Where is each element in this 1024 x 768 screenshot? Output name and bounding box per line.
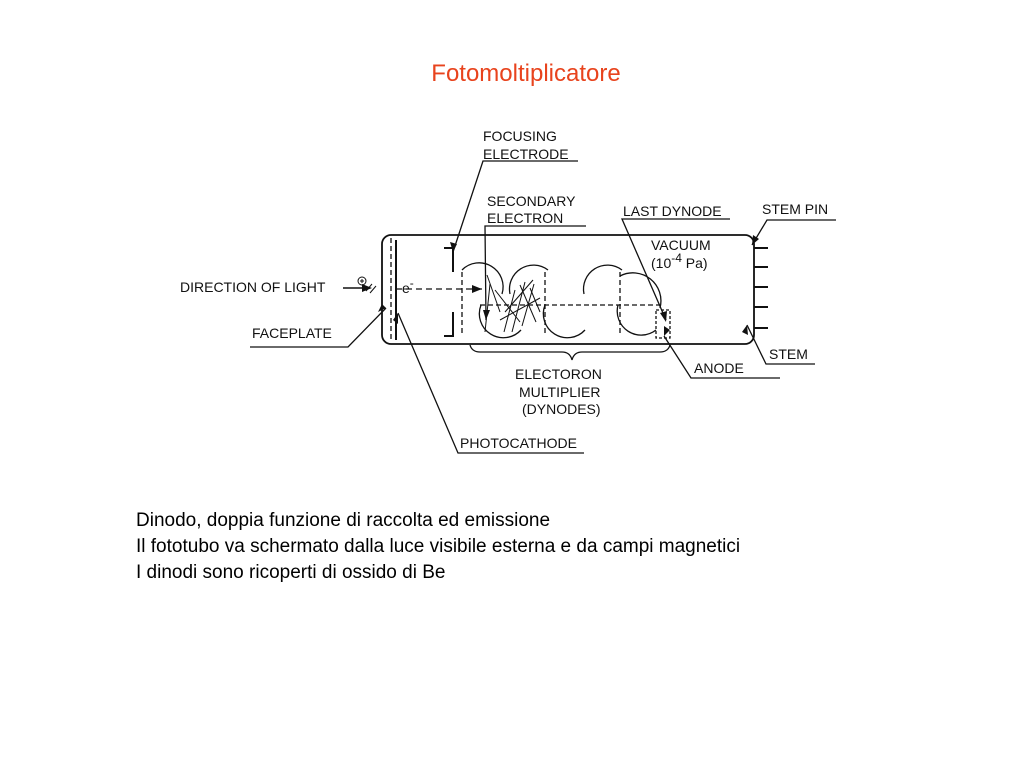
dynode-1	[461, 262, 504, 295]
dynode-4	[542, 304, 586, 339]
label-electron: e-	[402, 276, 414, 296]
dynode-6	[616, 304, 657, 336]
label-multiplier-2: MULTIPLIER	[519, 384, 600, 400]
tube-envelope	[381, 234, 755, 345]
label-anode: ANODE	[694, 360, 744, 376]
slide-title: Fotomoltiplicatore	[431, 60, 621, 87]
focusing-electrode	[444, 247, 454, 337]
label-vacuum-2: (10-4 Pa)	[651, 251, 708, 271]
dynode-2	[478, 304, 522, 339]
bullet-line: Il fototubo va schermato dalla luce visi…	[136, 536, 741, 557]
label-focusing-1: FOCUSING	[483, 128, 557, 144]
dynode-3	[508, 264, 549, 295]
bullet-line: Dinodo, doppia funzione di raccolta ed e…	[136, 510, 551, 531]
multiplier-brace	[469, 344, 671, 361]
electron-cascade	[484, 274, 541, 333]
dynode-last	[619, 272, 662, 309]
bullet-line: I dinodi sono ricoperti di ossido di Be	[136, 562, 446, 583]
label-vacuum-1: VACUUM	[651, 237, 711, 253]
label-last-dynode: LAST DYNODE	[623, 203, 722, 219]
label-focusing-2: ELECTRODE	[483, 146, 569, 162]
label-faceplate: FACEPLATE	[252, 325, 332, 341]
label-stem-pin: STEM PIN	[762, 201, 828, 217]
label-direction-of-light: DIRECTION OF LIGHT	[180, 279, 326, 295]
light-arrow	[343, 276, 377, 294]
body-text: Dinodo, doppia funzione di raccolta ed e…	[136, 508, 740, 586]
anode	[655, 309, 671, 339]
label-secondary-2: ELECTRON	[487, 210, 563, 226]
dynode-5	[582, 264, 623, 295]
label-multiplier-1: ELECTORON	[515, 366, 602, 382]
label-secondary-1: SECONDARY	[487, 193, 576, 209]
label-photocathode: PHOTOCATHODE	[460, 435, 577, 451]
stem-pins	[754, 247, 768, 329]
label-multiplier-3: (DYNODES)	[522, 401, 601, 417]
label-stem: STEM	[769, 346, 808, 362]
